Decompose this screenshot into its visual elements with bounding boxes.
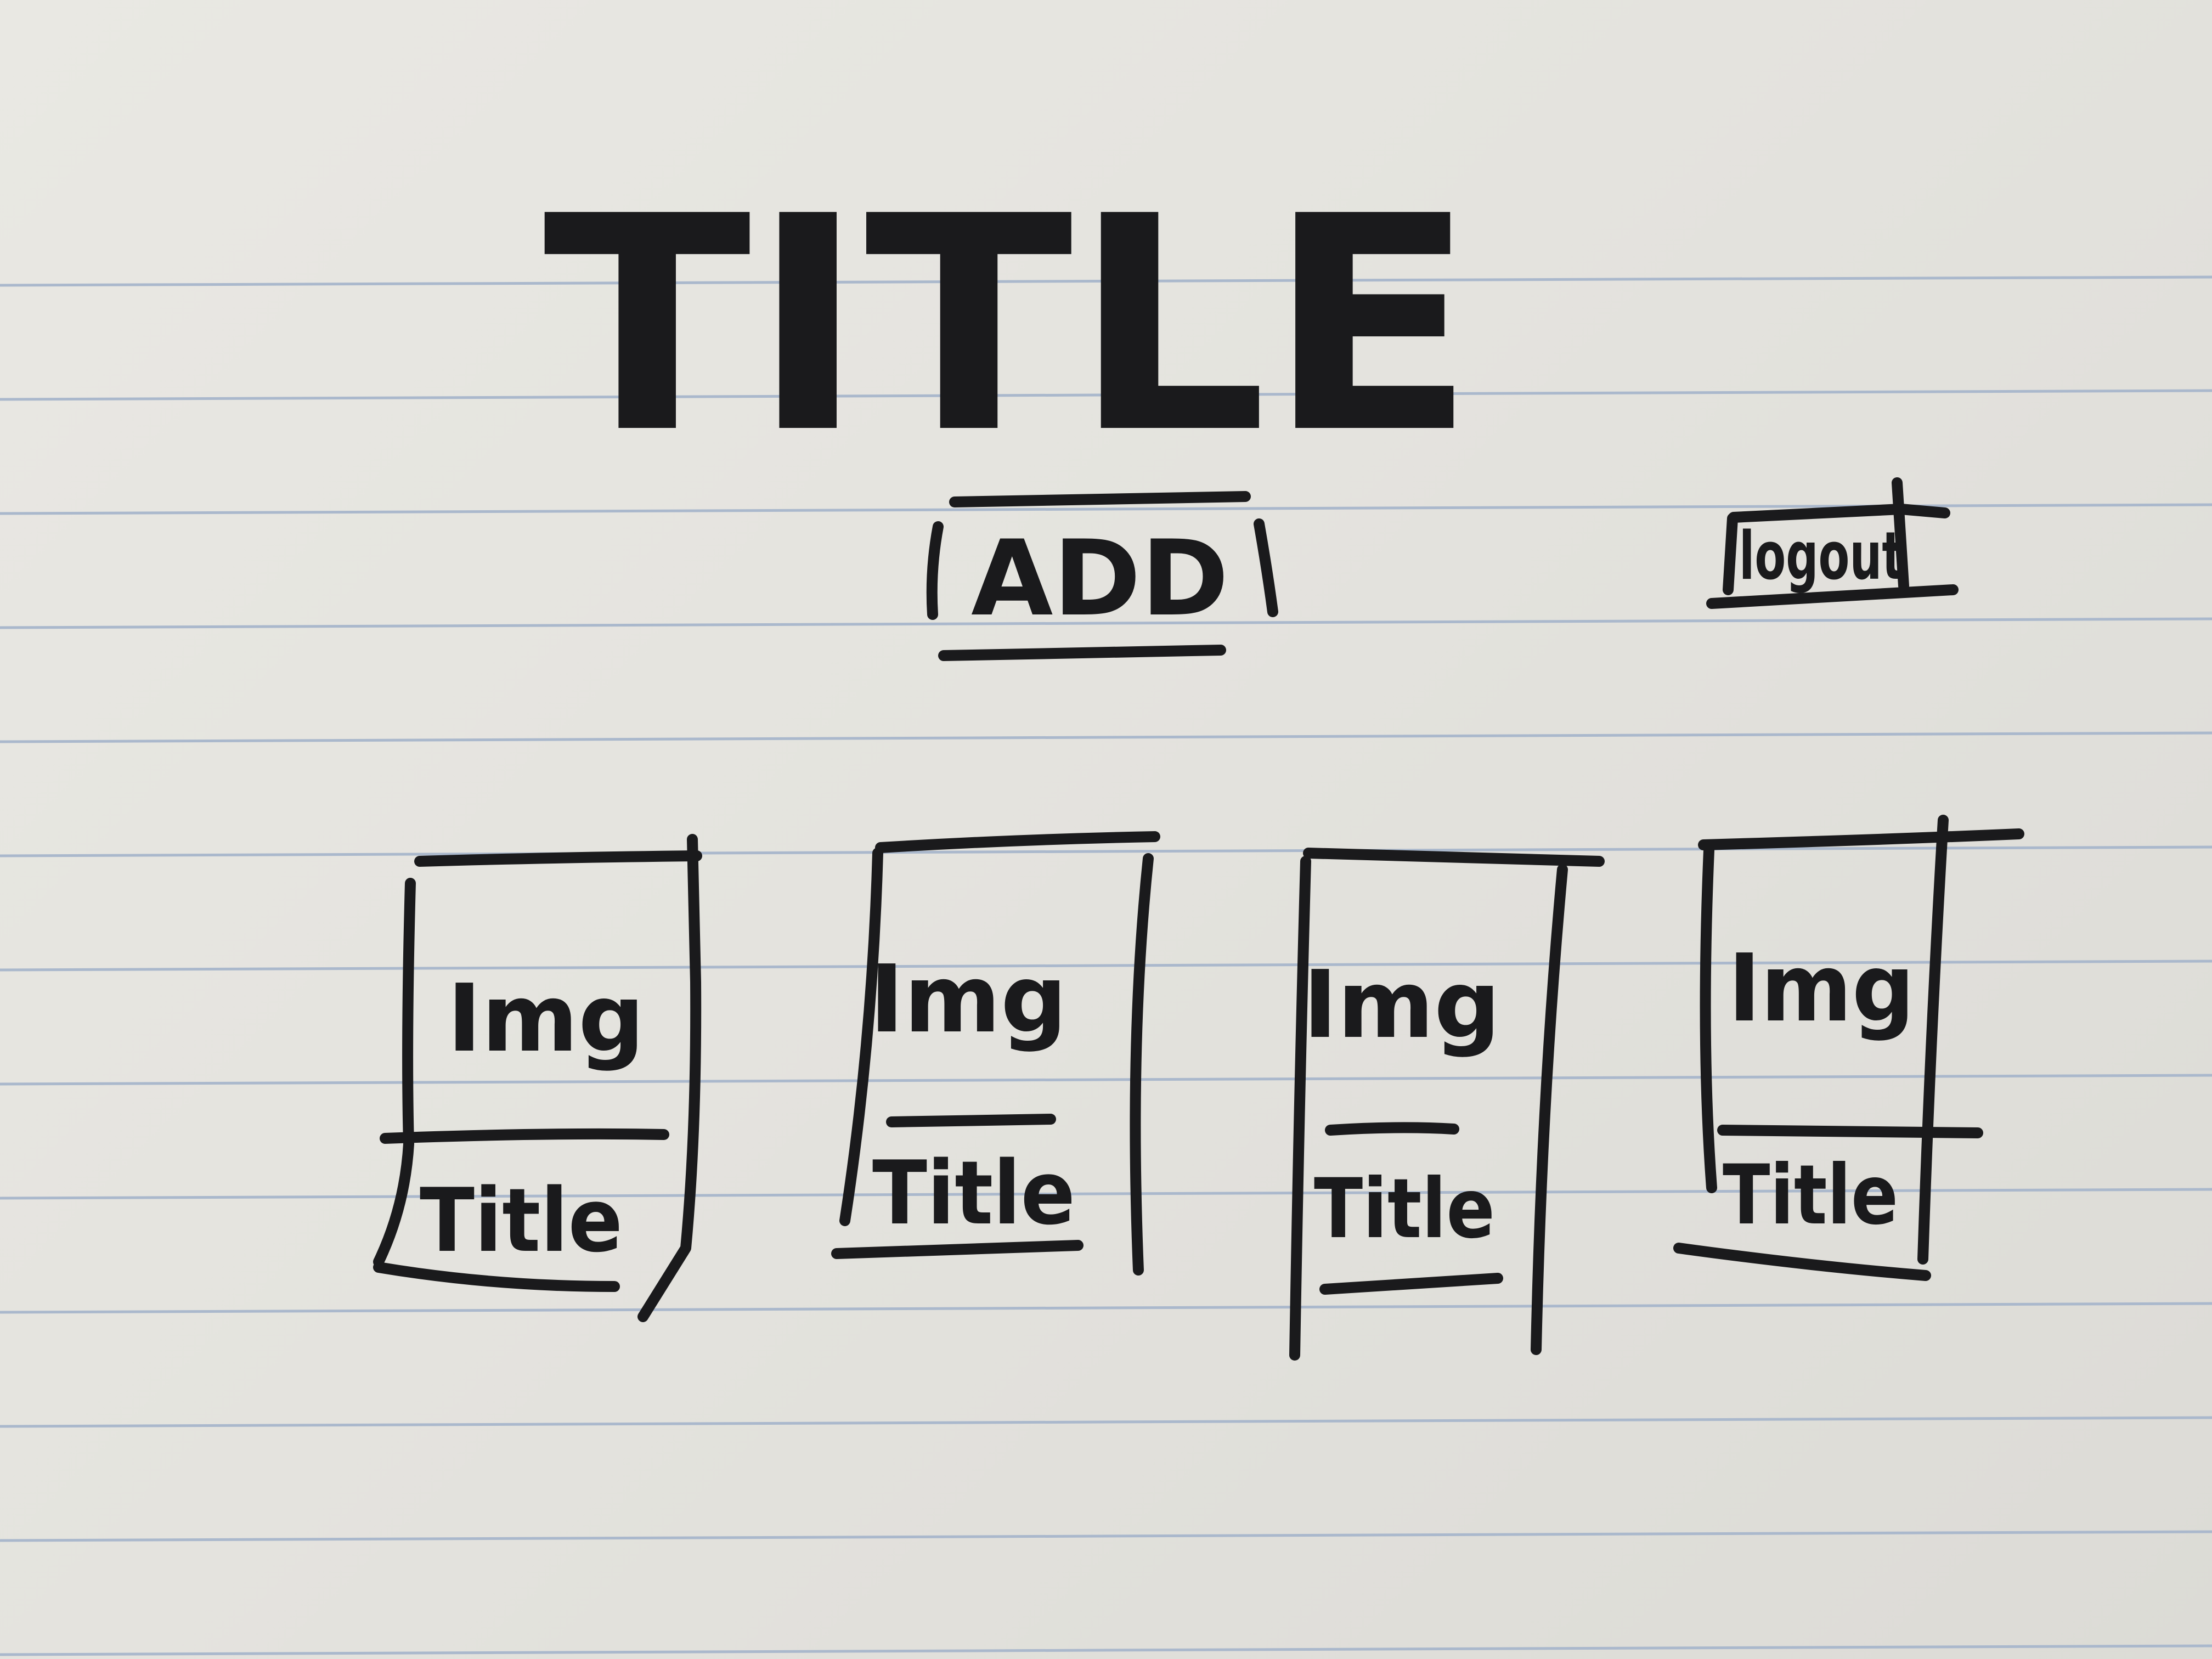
card-title: Title	[1723, 1148, 1898, 1243]
card[interactable]: Img Title	[1673, 815, 2024, 1281]
add-button[interactable]: ADD	[926, 491, 1278, 661]
card-image-placeholder: Img	[1728, 934, 1915, 1043]
card-image-placeholder: Img	[447, 964, 645, 1073]
logout-button-label: logout	[1739, 518, 1904, 595]
card-image-placeholder: Img	[1303, 951, 1500, 1059]
card-title: Title	[1314, 1161, 1495, 1257]
card-image-placeholder: Img	[870, 945, 1067, 1054]
card-title: Title	[420, 1169, 623, 1272]
card[interactable]: Img Title	[831, 831, 1160, 1276]
page-title: TITLE	[543, 154, 1476, 498]
logout-button[interactable]: logout	[1706, 477, 1959, 609]
card[interactable]: Img Title	[1289, 848, 1605, 1361]
card[interactable]: Img Title	[373, 834, 702, 1322]
add-button-label: ADD	[971, 518, 1229, 639]
paper-rule-lines	[0, 275, 2212, 1656]
card-title: Title	[872, 1142, 1075, 1244]
